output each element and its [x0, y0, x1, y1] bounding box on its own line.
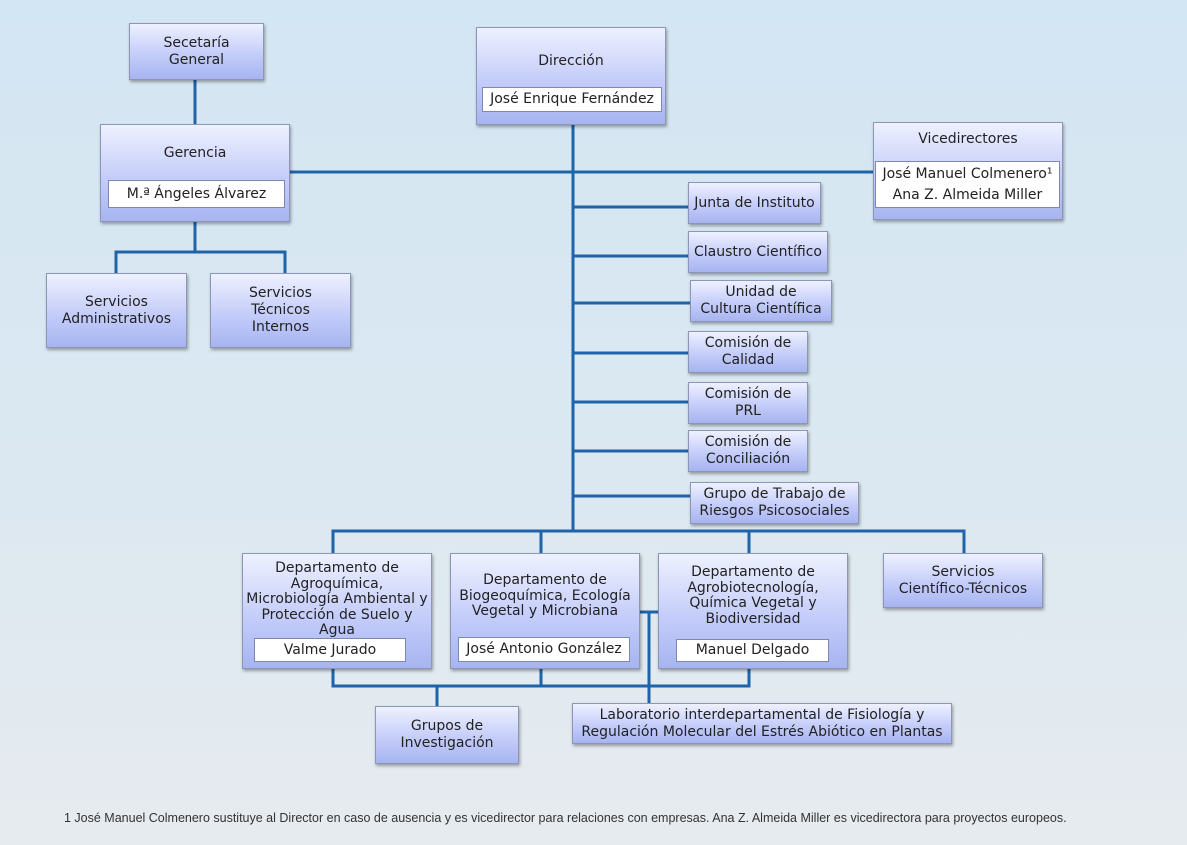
laboratorio-box: Laboratorio interdepartamental de Fisiol…: [572, 703, 952, 744]
secretaria-general-label: Secetaría General: [163, 34, 230, 68]
vicedirectores-label: Vicedirectores: [918, 131, 1018, 147]
secretaria-general-box: Secetaría General: [129, 23, 264, 80]
direccion-person: José Enrique Fernández: [482, 87, 662, 112]
committee-junta-instituto: Junta de Instituto: [688, 182, 821, 224]
committee-label: Comisión de Calidad: [704, 335, 792, 368]
committee-label: Junta de Instituto: [694, 194, 815, 211]
committee-label: Unidad de Cultura Científica: [700, 284, 822, 317]
committee-comision-calidad: Comisión de Calidad: [688, 331, 808, 373]
committee-comision-prl: Comisión de PRL: [688, 382, 808, 424]
department-title: Departamento de Biogeoquímica, Ecología …: [459, 572, 631, 619]
servicios-cientifico-tecnicos-box: Servicios Científico-Técnicos: [883, 553, 1043, 608]
gerencia-label: Gerencia: [163, 145, 227, 161]
committee-label: Comisión de PRL: [704, 386, 792, 419]
grupos-investigacion-label: Grupos de Investigación: [400, 718, 494, 751]
department-head: Valme Jurado: [254, 638, 406, 662]
committee-grupo-riesgos: Grupo de Trabajo de Riesgos Psicosociale…: [690, 482, 859, 524]
committee-claustro-cientifico: Claustro Científico: [688, 231, 828, 273]
footnote: 1 José Manuel Colmenero sustituye al Dir…: [64, 811, 1067, 825]
servicios-tecnicos-internos-box: Servicios Técnicos Internos: [210, 273, 351, 348]
gerencia-person: M.ª Ángeles Álvarez: [108, 180, 285, 208]
committee-label: Claustro Científico: [694, 243, 822, 260]
grupos-investigacion-box: Grupos de Investigación: [375, 706, 519, 764]
servicios-administrativos-box: Servicios Administrativos: [46, 273, 187, 348]
servicios-cientifico-tecnicos-label: Servicios Científico-Técnicos: [898, 563, 1028, 597]
department-title: Departamento de Agroquímica, Microbiolog…: [246, 560, 428, 638]
committee-label: Grupo de Trabajo de Riesgos Psicosociale…: [699, 486, 850, 519]
department-head: Manuel Delgado: [676, 639, 829, 662]
department-head: José Antonio González: [458, 637, 630, 662]
direccion-label: Dirección: [538, 53, 604, 69]
servicios-tecnicos-internos-label: Servicios Técnicos Internos: [249, 285, 312, 335]
committee-comision-conciliacion: Comisión de Conciliación: [688, 430, 808, 472]
laboratorio-label: Laboratorio interdepartamental de Fisiol…: [581, 706, 943, 740]
committee-label: Comisión de Conciliación: [704, 434, 792, 467]
vicedirectores-persons: José Manuel Colmenero¹ Ana Z. Almeida Mi…: [875, 161, 1060, 208]
servicios-administrativos-label: Servicios Administrativos: [61, 293, 172, 327]
committee-unidad-cultura: Unidad de Cultura Científica: [690, 280, 832, 322]
department-title: Departamento de Agrobiotecnología, Quími…: [687, 564, 819, 627]
